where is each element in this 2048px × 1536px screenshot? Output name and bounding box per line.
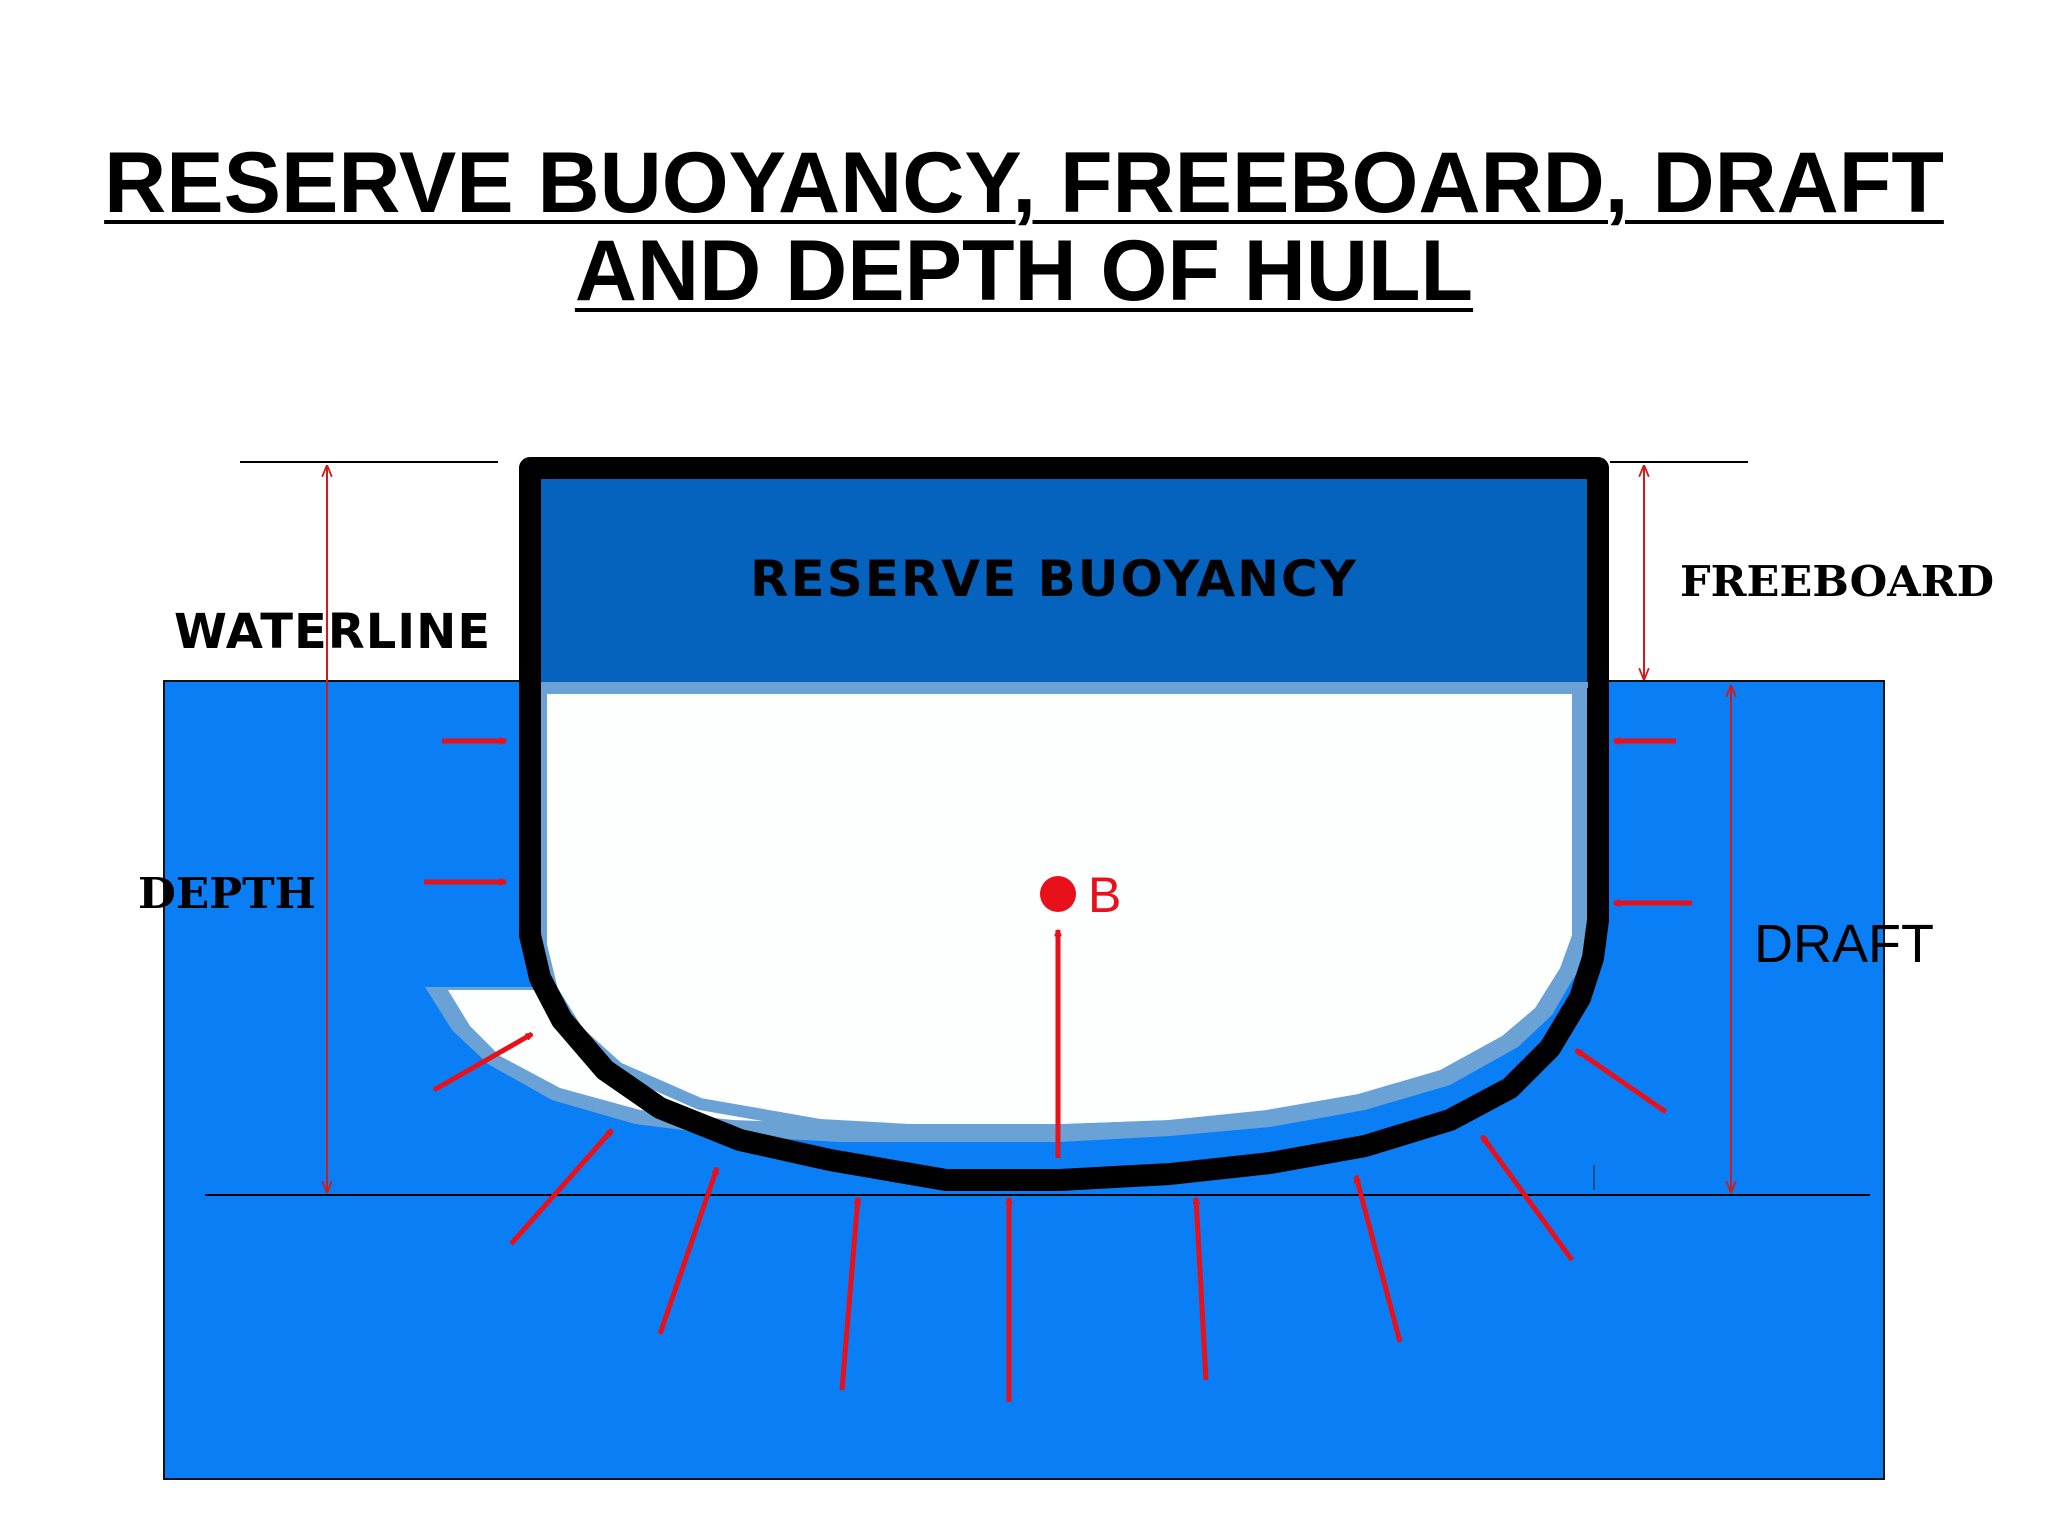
pressure-arrow — [1479, 1136, 1575, 1262]
pressure-arrow — [1576, 1047, 1668, 1115]
title-line-1: RESERVE BUOYANCY, FREEBOARD, DRAFT — [104, 135, 1944, 231]
reserve-buoyancy-label: RESERVE BUOYANCY — [750, 550, 1358, 608]
hull-main-outline — [519, 457, 1609, 1191]
reserve-buoyancy-area — [530, 470, 1598, 682]
draft-label: DRAFT — [1754, 914, 1934, 974]
depth-label: DEPTH — [138, 869, 316, 918]
pressure-arrow — [432, 1031, 532, 1093]
waterline-label: WATERLINE — [174, 604, 491, 660]
buoyancy-center-label: B — [1088, 867, 1121, 923]
pressure-arrow — [1356, 1176, 1403, 1343]
pressure-arrow — [657, 1168, 720, 1335]
center-of-buoyancy-dot — [1040, 876, 1076, 912]
pressure-arrow — [839, 1198, 858, 1391]
pressure-arrows — [424, 741, 1692, 1402]
title-line-2: AND DEPTH OF HULL — [574, 223, 1474, 319]
pressure-arrow — [1196, 1198, 1209, 1381]
freeboard-label: FREEBOARD — [1680, 557, 1994, 606]
pressure-arrow — [509, 1130, 614, 1246]
